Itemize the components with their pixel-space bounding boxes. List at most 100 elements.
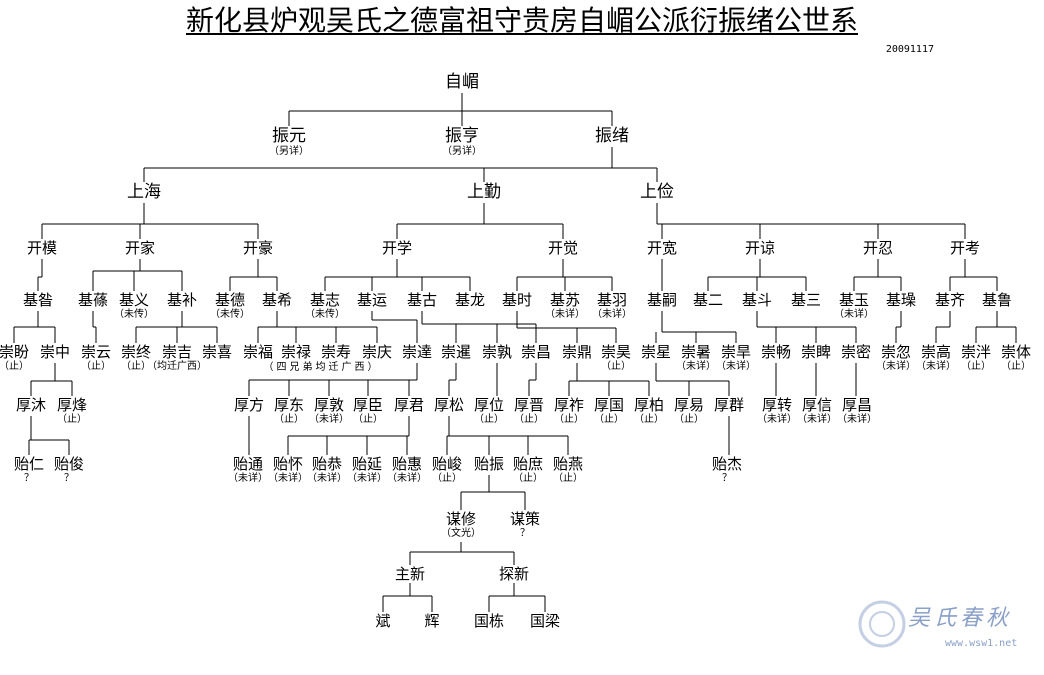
person-node: 贻庶（止） [513, 455, 543, 485]
person-name: 厚方 [233, 396, 265, 414]
person-node: 崇中 [40, 343, 70, 361]
person-note: ？ [23, 473, 34, 484]
person-node: 崇忽（未详） [876, 343, 916, 373]
person-node: 谋修（文光） [441, 510, 481, 540]
person-note: （未传） [305, 309, 345, 320]
person-node: 崇庆 [362, 343, 392, 361]
person-name: 厚东 [273, 396, 305, 414]
person-note: （未详） [545, 309, 585, 320]
person-node: 基龙 [455, 291, 485, 309]
person-node: 崇高（未详） [916, 343, 956, 373]
person-name: 贻仁 [13, 455, 45, 473]
note-siblings-guangxi: （四兄弟均迁广西） [263, 362, 381, 373]
person-note: （均迁广西） [147, 361, 207, 372]
person-name: 贻庶 [512, 455, 544, 473]
person-name: 基时 [501, 291, 533, 309]
person-node: 贻怀（未详） [268, 455, 308, 485]
person-note: （未详） [307, 473, 347, 484]
person-note: ？ [519, 528, 530, 539]
person-name: 崇体 [1000, 343, 1032, 361]
person-note: （止） [0, 361, 29, 372]
person-node: 厚昌（未详） [837, 396, 877, 426]
person-name: 贻俊 [53, 455, 85, 473]
person-node: 厚位（止） [474, 396, 504, 426]
person-note: （止） [431, 473, 462, 484]
person-name: 基玉 [838, 291, 869, 309]
person-name: 基二 [692, 291, 724, 309]
person-note: （未详） [757, 414, 797, 425]
person-name: 厚柏 [633, 396, 665, 414]
person-node: 厚松 [434, 396, 464, 414]
person-name: 崇達 [401, 343, 433, 361]
person-node: 国梁 [530, 612, 560, 630]
person-node: 贻通（未详） [228, 455, 268, 485]
person-name: 崇暑 [680, 343, 711, 361]
person-node: 基蓧 [78, 291, 108, 309]
person-node: 贻延（未详） [347, 455, 387, 485]
person-node: 开谅 [745, 239, 775, 257]
person-node: 主新 [395, 565, 425, 583]
person-node: 谋策？ [510, 510, 540, 540]
person-name: 贻惠 [391, 455, 422, 473]
person-note: ？ [721, 473, 732, 484]
person-node: 基德（未传） [210, 291, 250, 321]
person-name: 厚臣 [352, 396, 384, 414]
person-node: 基斗 [742, 291, 772, 309]
person-name: 厚群 [713, 396, 745, 414]
person-note: （另详） [269, 146, 309, 157]
person-name: 基三 [790, 291, 822, 309]
person-node: 振元（另详） [269, 126, 309, 158]
person-name: 基志 [309, 291, 340, 309]
person-note: （未详） [876, 361, 916, 372]
person-name: 崇忽 [880, 343, 911, 361]
person-node: 崇寿 [321, 343, 351, 361]
person-node: 基羽（未详） [592, 291, 632, 321]
person-note: （未详） [268, 473, 308, 484]
person-node: 崇泮（止） [961, 343, 991, 373]
person-name: 厚君 [393, 396, 425, 414]
person-name: 上海 [127, 182, 161, 202]
person-name: 基嗣 [646, 291, 678, 309]
person-name: 上勤 [467, 182, 501, 202]
person-name: 崇鼎 [561, 343, 593, 361]
person-node: 崇達 [402, 343, 432, 361]
person-name: 厚祚 [553, 396, 585, 414]
watermark-url: www.wsw1.net [945, 638, 1018, 649]
person-node: 国栋 [474, 612, 504, 630]
watermark-seal-icon [858, 600, 906, 648]
person-note: （止） [552, 473, 583, 484]
person-node: 厚晋（止） [514, 396, 544, 426]
person-name: 厚转 [761, 396, 792, 414]
person-node: 厚柏（止） [634, 396, 664, 426]
person-name: 崇云 [80, 343, 112, 361]
person-node: 贻仁？ [14, 455, 44, 485]
person-name: 基补 [166, 291, 198, 309]
person-node: 振绪 [595, 126, 629, 146]
person-node: 厚群 [714, 396, 744, 414]
person-name: 国栋 [473, 612, 505, 630]
person-name: 开豪 [242, 239, 274, 257]
person-name: 贻燕 [552, 455, 584, 473]
person-name: 上俭 [640, 182, 674, 202]
person-name: 崇吉 [161, 343, 192, 361]
person-node: 基齐 [935, 291, 965, 309]
person-node: 开考 [950, 239, 980, 257]
person-node: 崇畅 [761, 343, 791, 361]
person-name: 贻振 [473, 455, 505, 473]
person-node: 厚敦（未详） [309, 396, 349, 426]
person-node: 厚易（止） [674, 396, 704, 426]
person-node: 崇昌 [521, 343, 551, 361]
person-name: 厚位 [473, 396, 505, 414]
person-node: 基二 [693, 291, 723, 309]
person-name: 崇畅 [760, 343, 792, 361]
person-note: （止） [553, 414, 584, 425]
person-node: 开学 [382, 239, 412, 257]
person-name: 振元 [272, 126, 306, 146]
person-note: （未详） [716, 361, 756, 372]
person-node: 基嗣 [647, 291, 677, 309]
person-note: （未详） [309, 414, 349, 425]
person-name: 开忍 [862, 239, 894, 257]
person-name: 厚烽 [56, 396, 88, 414]
person-name: 基古 [406, 291, 438, 309]
